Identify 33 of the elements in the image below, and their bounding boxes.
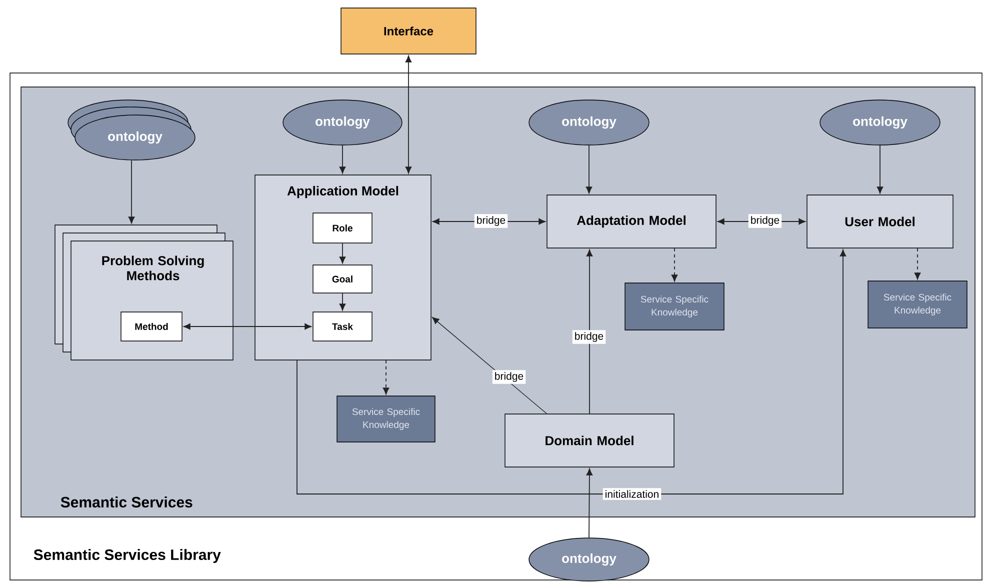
interface-box: Interface xyxy=(340,8,476,54)
arrow xyxy=(405,56,412,174)
knowledge-box: Service Specific Knowledge xyxy=(624,282,724,330)
ontology-ellipse-stack: ontology xyxy=(68,100,196,160)
arrow xyxy=(432,316,547,414)
panel-heading: Semantic Services xyxy=(60,496,192,508)
arrow xyxy=(876,144,884,194)
model-box: Domain Model xyxy=(504,414,674,468)
arrow xyxy=(339,292,346,310)
model-box: Adaptation Model xyxy=(546,194,716,248)
panel-heading: Semantic Services Library xyxy=(34,549,221,563)
edge-label: bridge xyxy=(748,214,782,228)
small-box: Role xyxy=(312,212,372,244)
arrow xyxy=(586,144,592,194)
edge-label: bridge xyxy=(492,370,526,384)
arrow xyxy=(128,160,135,224)
arrow xyxy=(914,248,921,280)
small-box: Goal xyxy=(312,264,372,294)
model-box: User Model xyxy=(806,194,954,248)
arrow xyxy=(671,248,678,282)
knowledge-box: Service Specific Knowledge xyxy=(868,280,968,328)
knowledge-box: Service Specific Knowledge xyxy=(336,396,436,442)
arrow xyxy=(586,468,593,538)
small-box: Task xyxy=(312,312,372,342)
arrow xyxy=(339,242,346,264)
arrow xyxy=(339,144,346,174)
edge-label: bridge xyxy=(572,330,606,344)
edge-label: bridge xyxy=(474,214,508,228)
arrow xyxy=(586,250,593,414)
edge-label: initialization xyxy=(602,488,662,500)
arrow xyxy=(382,360,390,394)
panel-heading: Application Model xyxy=(287,186,398,198)
arrow xyxy=(296,250,846,494)
